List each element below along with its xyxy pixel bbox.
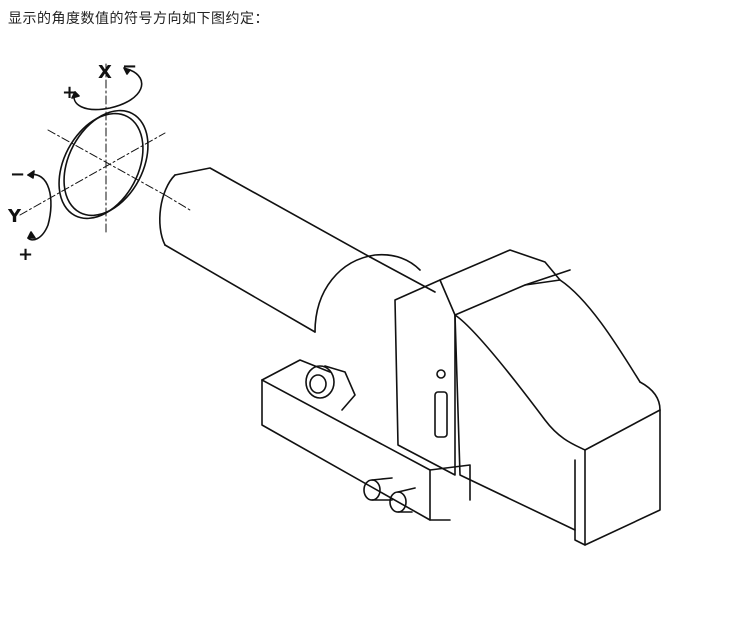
y-plus-label: +: [18, 244, 33, 265]
lens-disk-icon: [58, 109, 149, 220]
housing: [439, 249, 661, 546]
cylinder-barrel: [159, 167, 371, 333]
axis-lines: [19, 63, 191, 236]
y-minus-label: −: [10, 164, 25, 185]
caption-text: 显示的角度数值的符号方向如下图约定：: [8, 11, 269, 27]
collar-ring: [314, 253, 436, 333]
x-minus-label: −: [122, 56, 137, 77]
peg-icon: [363, 477, 416, 513]
x-plus-label: +: [62, 82, 77, 103]
x-rotation-arrow-icon: [71, 67, 143, 111]
y-axis-label: Y: [7, 206, 22, 227]
x-axis-label: X: [98, 62, 112, 83]
y-rotation-arrow-icon: [27, 170, 52, 241]
knob-icon: [305, 365, 356, 411]
side-plate: [394, 279, 456, 476]
